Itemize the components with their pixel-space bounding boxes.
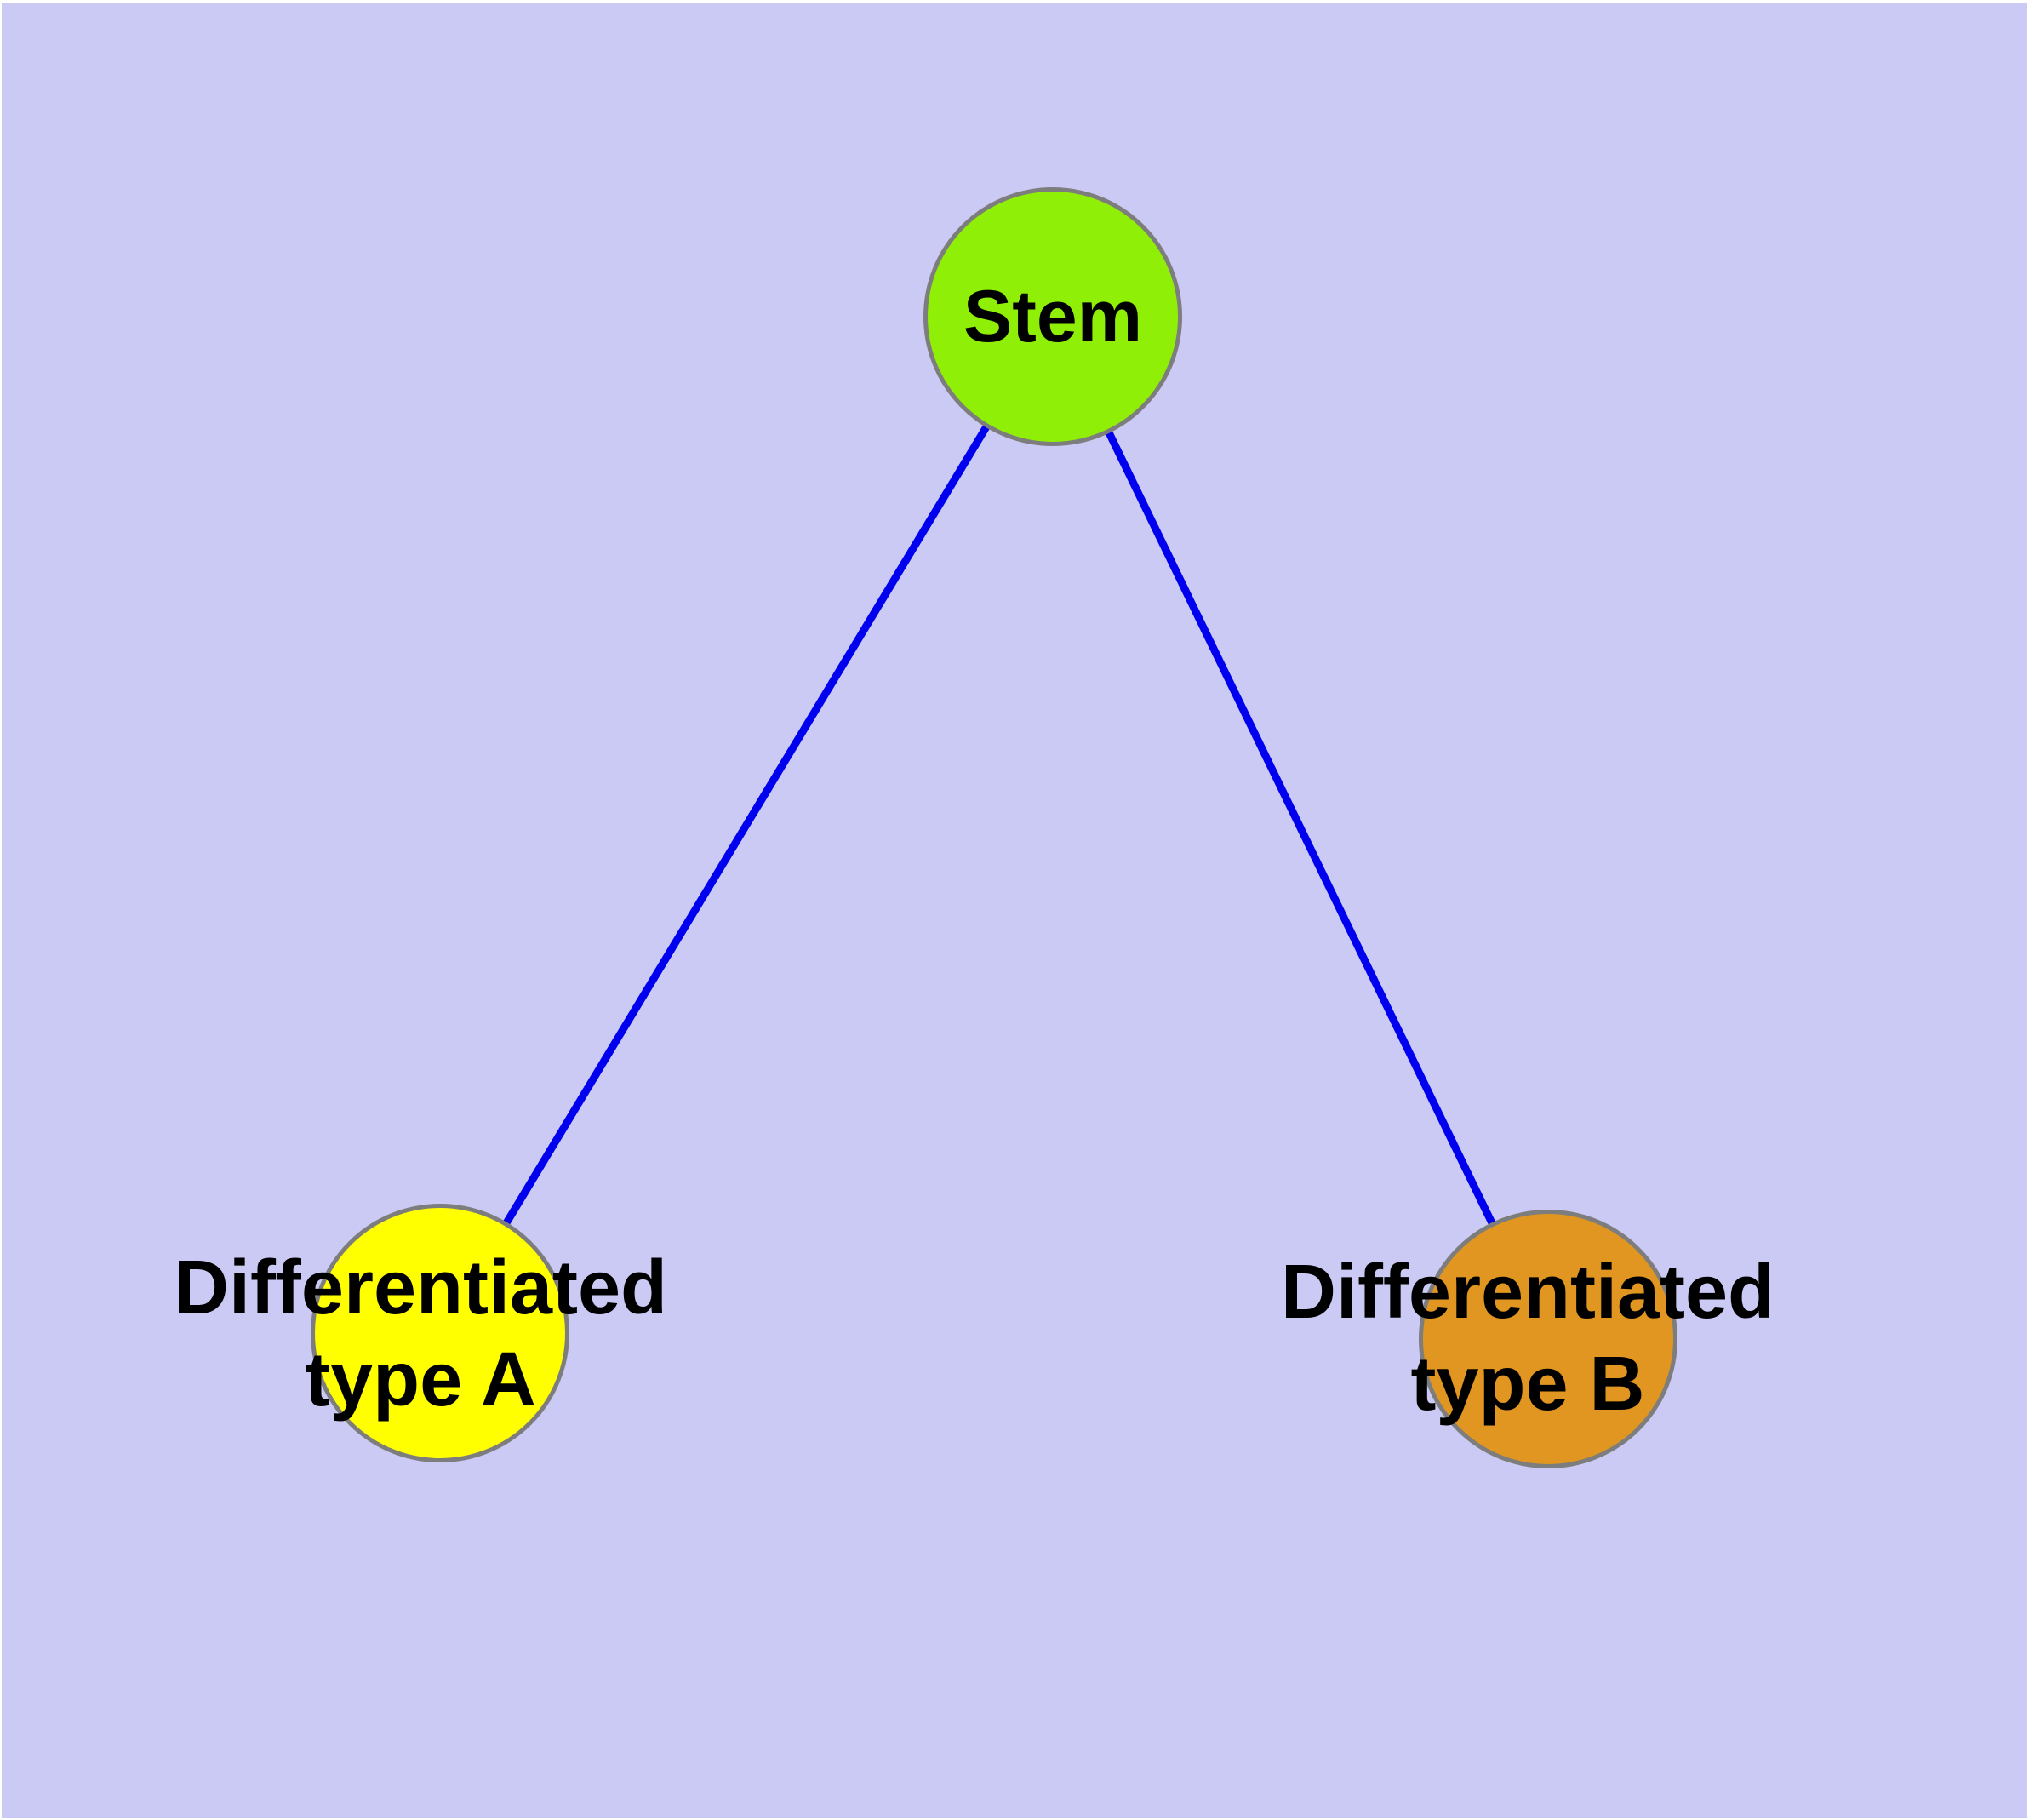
node-differentiated-type-b-label: Differentiated type B	[1280, 1250, 1775, 1427]
edge-stem-to-type-a	[437, 314, 1056, 1336]
node-stem-label: Stem	[963, 276, 1143, 358]
node-differentiated-type-b	[1419, 1210, 1677, 1468]
edge-stem-to-type-b	[1049, 315, 1552, 1341]
node-stem	[923, 187, 1182, 446]
node-differentiated-type-a	[311, 1204, 569, 1462]
node-differentiated-type-a-label: Differentiated type A	[173, 1245, 668, 1422]
